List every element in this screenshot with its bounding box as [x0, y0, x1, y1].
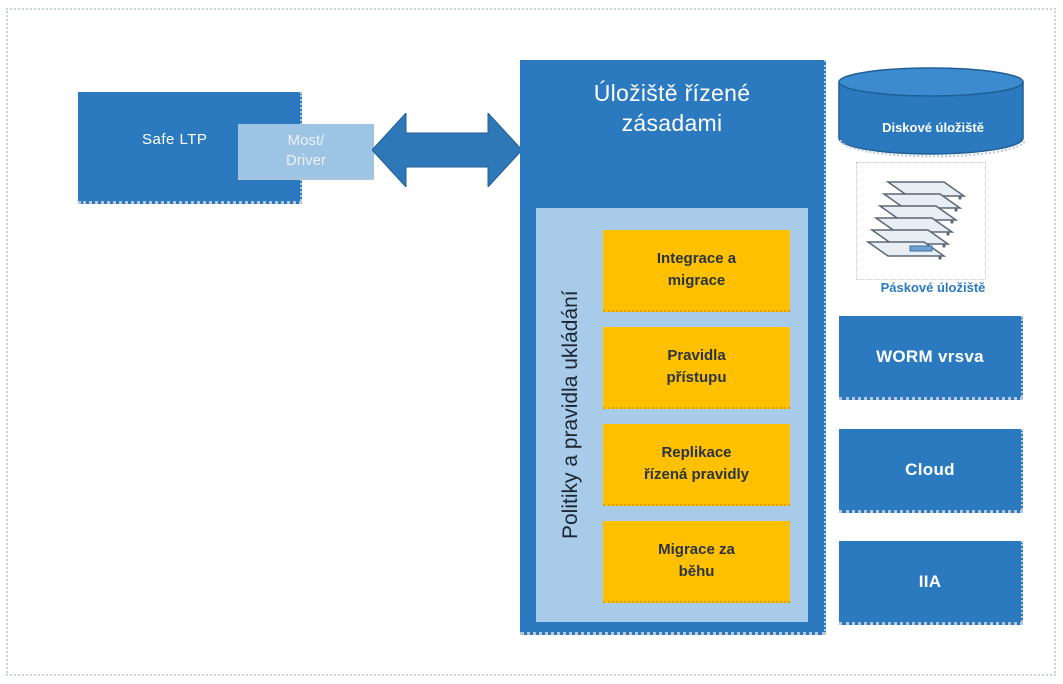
policies-panel: Politiky a pravidla ukládání Integrace a… — [536, 208, 808, 622]
iia-box: IIA — [839, 541, 1023, 625]
cloud-label: Cloud — [905, 459, 955, 479]
tape-storage-label: Páskové úložiště — [880, 280, 986, 295]
rule-access: Pravidla přístupu — [603, 327, 790, 409]
cloud-box: Cloud — [839, 429, 1023, 513]
double-arrow-icon — [372, 113, 522, 187]
policy-storage-box: Úložiště řízené zásadami Politiky a prav… — [520, 60, 826, 635]
safe-ltp-label: Safe LTP — [142, 131, 208, 148]
most-driver-box: Most/ Driver — [238, 124, 374, 180]
disk-storage-label: Diskové úložiště — [882, 120, 984, 135]
rule-label-line2: řízená pravidly — [643, 466, 750, 483]
rule-label-line1: Migrace za — [658, 541, 735, 558]
rule-live-migration: Migrace za běhu — [603, 521, 790, 603]
rule-label-line2: běhu — [678, 563, 715, 580]
tape-library-icon — [866, 181, 967, 260]
rule-label-line1: Replikace — [661, 444, 732, 461]
rule-integration-migration: Integrace a migrace — [603, 230, 790, 312]
most-driver-label-line2: Driver — [286, 152, 326, 169]
policies-label: Politiky a pravidla ukládání — [559, 290, 582, 540]
rule-label-line2: migrace — [667, 272, 726, 289]
rule-label-line2: přístupu — [666, 369, 727, 386]
iia-label: IIA — [918, 571, 942, 591]
worm-layer-box: WORM vrsva — [839, 316, 1023, 400]
worm-layer-label: WORM vrsva — [876, 346, 984, 366]
rule-replication: Replikace řízená pravidly — [603, 424, 790, 506]
rule-label-line1: Integrace a — [656, 250, 737, 267]
most-driver-label-line1: Most/ — [287, 132, 325, 149]
rule-label-line1: Pravidla — [667, 347, 726, 364]
diagram-frame — [6, 8, 1056, 676]
policy-storage-title: Úložiště řízené zásadami — [520, 78, 824, 138]
policy-storage-title-line1: Úložiště řízené — [593, 80, 751, 106]
policy-storage-title-line2: zásadami — [621, 110, 723, 136]
database-cylinder-icon — [838, 67, 1026, 158]
